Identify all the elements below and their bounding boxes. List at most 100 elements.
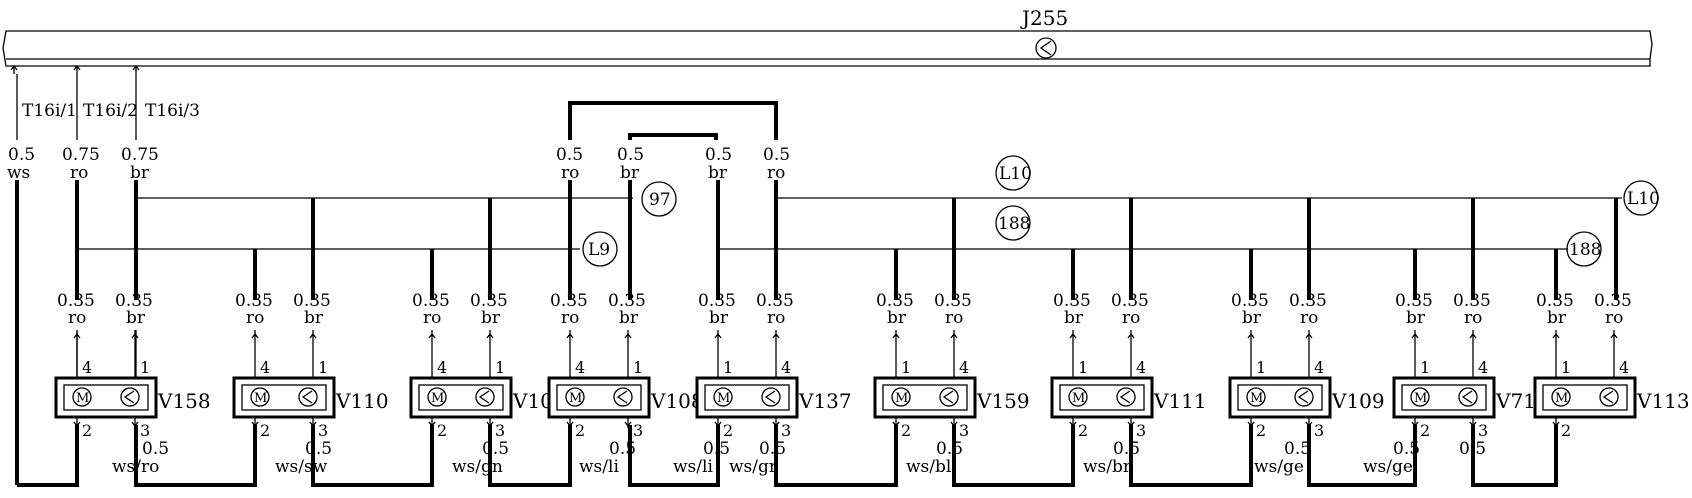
wire-cross-section: 0.5	[936, 439, 963, 459]
pin-arrow	[1411, 421, 1419, 428]
pin-arrow	[1305, 332, 1313, 339]
pin-arrow	[1127, 421, 1135, 428]
motor-icon: M	[713, 387, 733, 407]
wire-color: br	[887, 308, 907, 328]
pin-number: 2	[260, 421, 270, 440]
wire-color: ws/br	[1083, 457, 1132, 477]
pin-arrow	[1247, 332, 1255, 339]
pin-arrow	[428, 332, 436, 339]
pin-number: 3	[318, 421, 328, 440]
wire-color: br	[481, 308, 501, 328]
motor-symbol: M	[1414, 391, 1427, 406]
wire-cross-section: 0.5	[759, 439, 786, 459]
wire-cross-section: 0.35	[1053, 291, 1091, 311]
motor-icon: M	[1410, 387, 1430, 407]
pin-number: 4	[437, 358, 447, 377]
wire-cross-section: 0.5	[305, 439, 332, 459]
pin-arrow	[566, 332, 574, 339]
pin-arrow	[892, 421, 900, 428]
wire-cross-section: 0.35	[293, 291, 331, 311]
motor-name: V159	[976, 389, 1030, 413]
pin-number: 3	[633, 421, 643, 440]
motor-symbol: M	[431, 391, 444, 406]
motor-symbol: M	[1250, 391, 1263, 406]
wire-color: br	[619, 308, 639, 328]
wire-color: ro	[1464, 308, 1482, 328]
wire-cross-section: 0.5	[142, 439, 169, 459]
wire-cross-section: 0.5	[8, 145, 35, 165]
motor-housing	[1533, 376, 1637, 419]
wire-color: ws/ge	[1254, 457, 1304, 477]
junction-97: 97	[641, 181, 677, 217]
connector-pin-labels: T16i/1 T16i/2 T16i/3 0.5 ws 0.75 ro 0.75…	[7, 101, 200, 183]
wire-cross-section: 0.35	[876, 291, 914, 311]
sensor-icon	[939, 387, 959, 407]
wire-cross-section: 0.35	[1536, 291, 1574, 311]
pin-arrow	[772, 421, 780, 428]
pin-number: 4	[781, 358, 791, 377]
pin-number: 1	[495, 358, 505, 377]
motor-symbol: M	[717, 391, 730, 406]
pin-arrow	[1411, 332, 1419, 339]
pin-arrow	[73, 332, 81, 339]
motor-icon: M	[250, 387, 270, 407]
wire-color: ro	[945, 308, 963, 328]
junction-188: 188	[1566, 231, 1602, 267]
pin-number: 4	[82, 358, 92, 377]
wire-cross-section: 0.35	[1231, 291, 1269, 311]
wire-color: br	[1064, 308, 1084, 328]
motor-name: V137	[798, 389, 852, 413]
motor-symbol: M	[569, 391, 582, 406]
motor-inner-frame	[1059, 384, 1145, 411]
motor-housing	[547, 376, 651, 419]
pin-number: 4	[1136, 358, 1146, 377]
wire-cross-section: 0.5	[482, 439, 509, 459]
wire-color: ro	[767, 163, 785, 183]
pin-number: 2	[1078, 421, 1088, 440]
wire-color: ws/sw	[275, 457, 328, 477]
motor-inner-frame	[704, 384, 790, 411]
motor-inner-frame	[63, 384, 149, 411]
pin-number: 4	[260, 358, 270, 377]
pin-number: 2	[437, 421, 447, 440]
motor-symbol: M	[1072, 391, 1085, 406]
motor-inner-frame	[556, 384, 642, 411]
pin-arrow	[309, 332, 317, 339]
wire-cross-section: 0.35	[1594, 291, 1632, 311]
connector-pin-ticks	[10, 64, 140, 74]
motor-symbol: M	[76, 391, 89, 406]
wire-color: br	[1547, 308, 1567, 328]
pin-label: T16i/3	[145, 101, 200, 121]
pin-arrow	[1610, 332, 1618, 339]
pin-arrow	[950, 421, 958, 428]
pin-arrow	[73, 421, 81, 428]
junction-markers: 97 L9 L10 188 L10 188	[582, 155, 1660, 267]
motor-inner-frame	[1401, 384, 1487, 411]
motor-icon: M	[72, 387, 92, 407]
pin-number: 3	[495, 421, 505, 440]
pin-number: 2	[1561, 421, 1571, 440]
motor-housing	[695, 376, 799, 419]
wire-color: ws/ge	[1363, 457, 1413, 477]
wire-color: ro	[68, 308, 86, 328]
wire-cross-section: 0.35	[115, 291, 153, 311]
motor-name: V111	[1153, 389, 1207, 413]
wire-color: ro	[246, 308, 264, 328]
pin-number: 3	[1136, 421, 1146, 440]
pin-number: 1	[1420, 358, 1430, 377]
wire-color: ws/gr	[729, 457, 778, 477]
pin-number: 4	[575, 358, 585, 377]
pin-number: 3	[1478, 421, 1488, 440]
motor-inner-frame	[1237, 384, 1323, 411]
pin-arrow	[1305, 421, 1313, 428]
wire-color: br	[126, 308, 146, 328]
pin-arrow	[131, 332, 139, 339]
pin-number: 1	[901, 358, 911, 377]
wire-cross-section: 0.35	[1111, 291, 1149, 311]
motor-name: V113	[1636, 389, 1690, 413]
wire-color: ws/li	[579, 457, 619, 477]
